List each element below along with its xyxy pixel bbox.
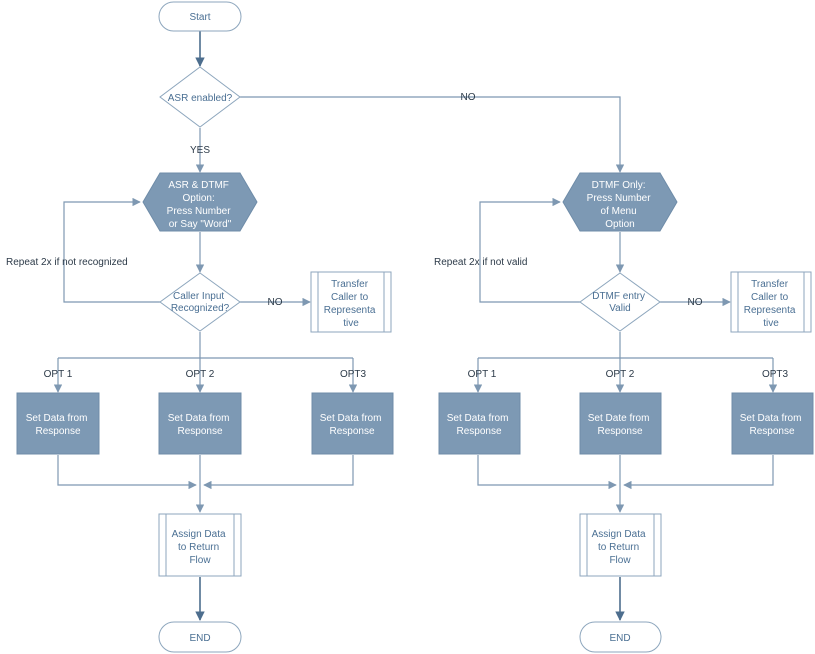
- asr-question: ASR enabled?: [168, 93, 233, 104]
- no-label: NO: [461, 92, 476, 103]
- left-assign-node: Assign Data to Return Flow: [158, 513, 242, 577]
- left-transfer-node: Transfer Caller to Representa tive: [310, 271, 392, 333]
- right-opt3-label: OPT3: [762, 369, 789, 380]
- left-prompt-text: ASR & DTMF Option: Press Number or Say "…: [167, 180, 234, 230]
- start-node: Start: [158, 1, 242, 32]
- right-end-label: END: [609, 633, 630, 644]
- svg-text:Set Data from Response: Set Data from Response: [740, 413, 804, 437]
- asr-decision: ASR enabled?: [159, 66, 241, 128]
- left-opt1-box: Set Data from Response: [16, 392, 100, 455]
- left-repeat-loop: [63, 197, 160, 303]
- right-opt1-label: OPT 1: [468, 369, 497, 380]
- edge-labels: YES NO Repeat 2x if not recognized NO OP…: [6, 92, 788, 380]
- asr-no-arrow: [240, 96, 625, 173]
- left-check-no-label: NO: [268, 297, 283, 308]
- left-opt1-label: OPT 1: [44, 369, 73, 380]
- left-assign-text: Assign Data to Return Flow: [172, 529, 229, 566]
- right-assign-text: Assign Data to Return Flow: [592, 529, 649, 566]
- right-merge-3: [623, 455, 774, 490]
- right-end-node: END: [579, 621, 662, 653]
- left-repeat-label: Repeat 2x if not recognized: [6, 257, 128, 268]
- left-opt2-label: OPT 2: [186, 369, 215, 380]
- right-prompt-text: DTMF Only: Press Number of Menu Option: [587, 180, 654, 230]
- right-repeat-label: Repeat 2x if not valid: [434, 257, 527, 268]
- right-check-text: DTMF entry Valid: [592, 291, 648, 314]
- right-merge-1: [477, 455, 617, 490]
- left-opt3-label: OPT3: [340, 369, 367, 380]
- yes-label: YES: [190, 145, 210, 156]
- right-prompt-node: DTMF Only: Press Number of Menu Option: [562, 172, 678, 232]
- svg-text:Set Data from Response: Set Data from Response: [26, 413, 90, 437]
- right-opt2-box: Set Date from Response: [579, 392, 662, 455]
- left-end-label: END: [189, 633, 210, 644]
- left-merge-3: [203, 455, 354, 490]
- right-opt2-label: OPT 2: [606, 369, 635, 380]
- left-check-decision: Caller Input Recognized?: [159, 272, 241, 332]
- left-opt3-box: Set Data from Response: [311, 392, 394, 455]
- connectors: [53, 31, 778, 621]
- right-assign-node: Assign Data to Return Flow: [579, 513, 662, 577]
- svg-text:Set Data from Response: Set Data from Response: [447, 413, 511, 437]
- left-check-text: Caller Input Recognized?: [171, 291, 230, 314]
- svg-text:Set Data from Response: Set Data from Response: [168, 413, 232, 437]
- left-end-node: END: [158, 621, 242, 653]
- right-repeat-loop: [479, 197, 580, 303]
- left-prompt-node: ASR & DTMF Option: Press Number or Say "…: [142, 172, 258, 232]
- left-opt2-box: Set Data from Response: [158, 392, 242, 455]
- svg-text:Set Date from Response: Set Date from Response: [588, 413, 652, 437]
- start-label: Start: [189, 12, 210, 23]
- right-transfer-node: Transfer Caller to Representa tive: [730, 271, 812, 333]
- right-check-no-label: NO: [688, 297, 703, 308]
- svg-text:Set Data from Response: Set Data from Response: [320, 413, 384, 437]
- right-opt3-box: Set Data from Response: [731, 392, 814, 455]
- right-opt1-box: Set Data from Response: [438, 392, 521, 455]
- right-check-decision: DTMF entry Valid: [579, 272, 661, 332]
- left-merge-1: [57, 455, 197, 490]
- right-transfer-text: Transfer Caller to Representa tive: [744, 279, 798, 329]
- left-transfer-text: Transfer Caller to Representa tive: [324, 279, 378, 329]
